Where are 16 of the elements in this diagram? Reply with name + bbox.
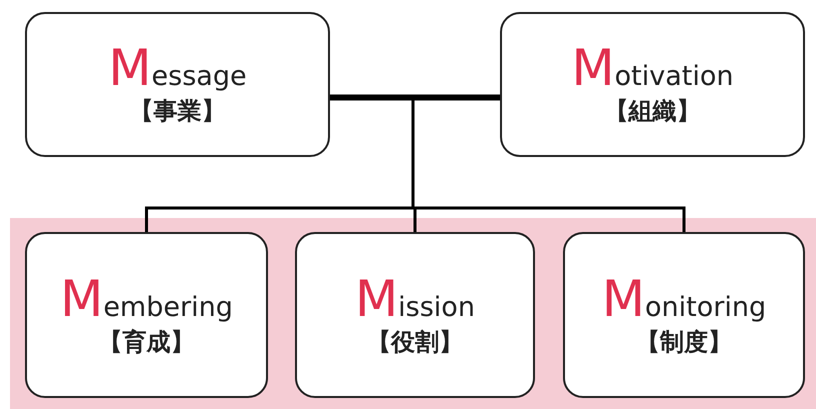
rounded-box	[563, 232, 805, 398]
heading-text: Mission	[355, 272, 475, 327]
heading-text: Motivation	[572, 41, 734, 96]
subtitle-text: 【組織】	[604, 96, 700, 128]
rounded-box	[25, 12, 330, 157]
rounded-box	[500, 12, 805, 157]
heading-text: Monitoring	[602, 272, 766, 327]
subtitle-text: 【事業】	[130, 96, 226, 128]
rounded-box	[295, 232, 535, 398]
subtitle-text: 【役割】	[367, 326, 463, 358]
subtitle-text: 【制度】	[636, 326, 732, 358]
heading-text: Membering	[60, 272, 233, 327]
heading-text: Message	[108, 41, 247, 96]
rounded-box	[25, 232, 268, 398]
subtitle-text: 【育成】	[98, 326, 194, 358]
connector-line	[330, 94, 500, 100]
